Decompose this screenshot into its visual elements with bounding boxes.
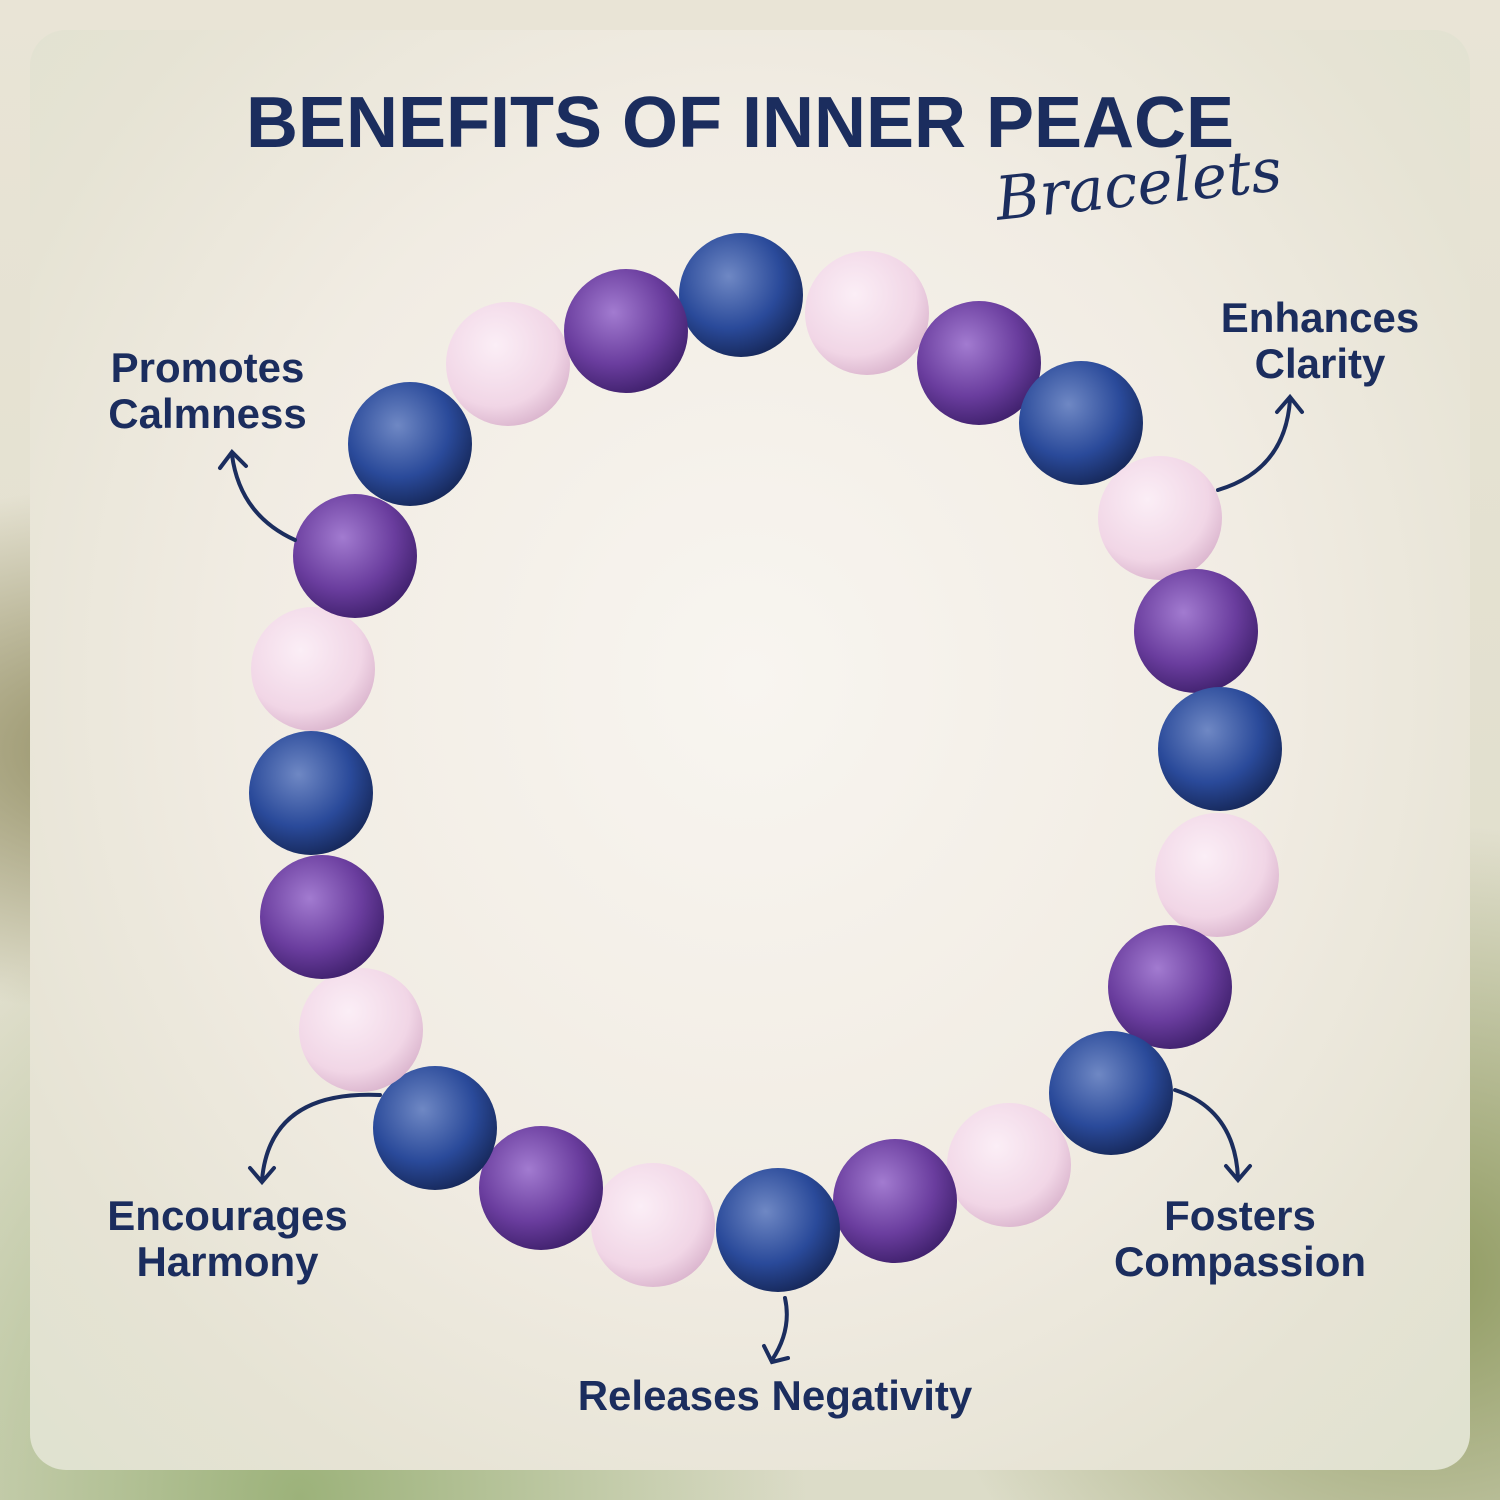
arrow-clarity bbox=[1216, 393, 1304, 492]
benefit-clarity: Enhances Clarity bbox=[1220, 294, 1420, 387]
amethyst-bead bbox=[260, 855, 384, 979]
benefit-negativity: Releases Negativity bbox=[577, 1372, 973, 1419]
rose-bead bbox=[299, 968, 423, 1092]
benefit-harmony: Encourages Harmony bbox=[107, 1192, 348, 1285]
lapis-bead bbox=[373, 1066, 497, 1190]
lapis-bead bbox=[348, 382, 472, 506]
rose-bead bbox=[1098, 456, 1222, 580]
lapis-bead bbox=[1019, 361, 1143, 485]
page-title: BENEFITS OF INNER PEACE bbox=[245, 83, 1235, 163]
arrow-compassion bbox=[1173, 1088, 1252, 1184]
arrow-harmony bbox=[248, 1092, 382, 1186]
benefit-compassion: Fosters Compassion bbox=[1113, 1192, 1367, 1285]
amethyst-bead bbox=[833, 1139, 957, 1263]
lapis-bead bbox=[716, 1168, 840, 1292]
amethyst-bead bbox=[1108, 925, 1232, 1049]
rose-bead bbox=[1155, 813, 1279, 937]
lapis-bead bbox=[1049, 1031, 1173, 1155]
arrow-negativity bbox=[762, 1296, 790, 1365]
lapis-bead bbox=[249, 731, 373, 855]
rose-bead bbox=[446, 302, 570, 426]
amethyst-bead bbox=[1134, 569, 1258, 693]
lapis-bead bbox=[679, 233, 803, 357]
amethyst-bead bbox=[479, 1126, 603, 1250]
rose-bead bbox=[591, 1163, 715, 1287]
rose-bead bbox=[251, 607, 375, 731]
rose-bead bbox=[805, 251, 929, 375]
benefit-calmness: Promotes Calmness bbox=[108, 344, 307, 437]
rose-bead bbox=[947, 1103, 1071, 1227]
lapis-bead bbox=[1158, 687, 1282, 811]
amethyst-bead bbox=[917, 301, 1041, 425]
amethyst-bead bbox=[293, 494, 417, 618]
amethyst-bead bbox=[564, 269, 688, 393]
arrow-calmness bbox=[218, 448, 297, 542]
